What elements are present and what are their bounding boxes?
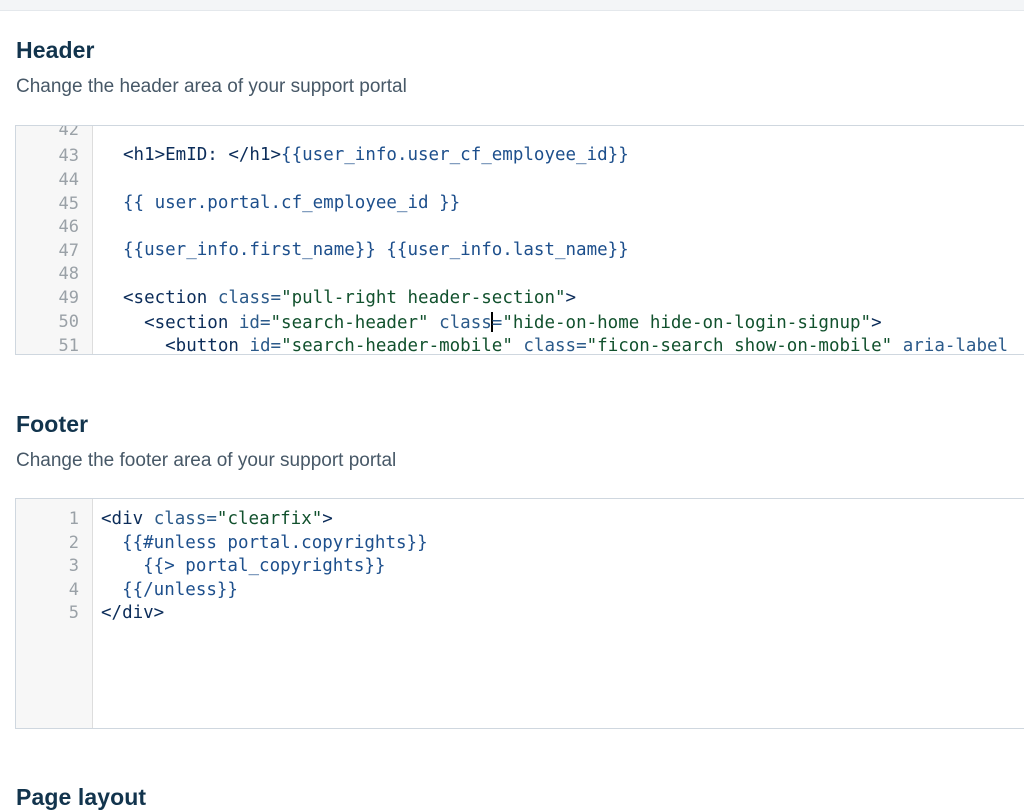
footer-editor-gutter: 1 2 3 4 5 — [16, 499, 93, 728]
footer-section-description: Change the footer area of your support p… — [16, 450, 397, 471]
code-line: {{/unless}} — [101, 580, 238, 600]
footer-section-title: Footer — [16, 411, 89, 437]
header-section-description: Change the header area of your support p… — [16, 76, 407, 97]
line-number: 43 — [58, 146, 79, 166]
line-number: 51 — [58, 336, 79, 355]
line-number: 48 — [58, 264, 79, 284]
line-number: 1 — [68, 509, 79, 529]
code-line: <div class="clearfix"> — [101, 509, 333, 529]
footer-code-editor[interactable]: 1 2 3 4 5 <div class="clearfix"> {{#unle… — [15, 498, 1024, 729]
line-number: 45 — [58, 194, 79, 214]
line-number: 3 — [68, 556, 79, 576]
page-layout-section-title: Page layout — [16, 784, 147, 810]
code-line: {{ user.portal.cf_employee_id }} — [123, 193, 461, 213]
header-editor-gutter: 42 43 44 45 46 47 48 49 50 51 — [16, 126, 93, 354]
line-number: 42 — [58, 125, 79, 140]
code-line: <section id="search-header" class="hide-… — [123, 312, 882, 333]
code-line: {{user_info.first_name}} {{user_info.las… — [123, 240, 629, 260]
top-bar — [0, 0, 1024, 11]
line-number: 44 — [58, 170, 79, 190]
code-line: <h1>EmID: </h1>{{user_info.user_cf_emplo… — [123, 145, 629, 165]
code-line: </div> — [101, 603, 165, 623]
code-line: {{> portal_copyrights}} — [101, 556, 386, 576]
line-number: 2 — [68, 533, 79, 553]
line-number: 46 — [58, 217, 79, 237]
line-number: 4 — [68, 580, 79, 600]
code-line: <section class="pull-right header-sectio… — [123, 288, 577, 308]
header-section-title: Header — [16, 37, 95, 63]
header-code-editor[interactable]: 42 43 44 45 46 47 48 49 50 51 <h1>EmID: … — [15, 125, 1024, 355]
line-number: 47 — [58, 241, 79, 261]
line-number: 5 — [68, 603, 79, 623]
text-cursor — [490, 312, 493, 332]
code-line: {{#unless portal.copyrights}} — [101, 533, 428, 553]
code-line: <button id="search-header-mobile" class=… — [123, 336, 1009, 355]
line-number: 50 — [58, 312, 79, 332]
line-number: 49 — [58, 288, 79, 308]
